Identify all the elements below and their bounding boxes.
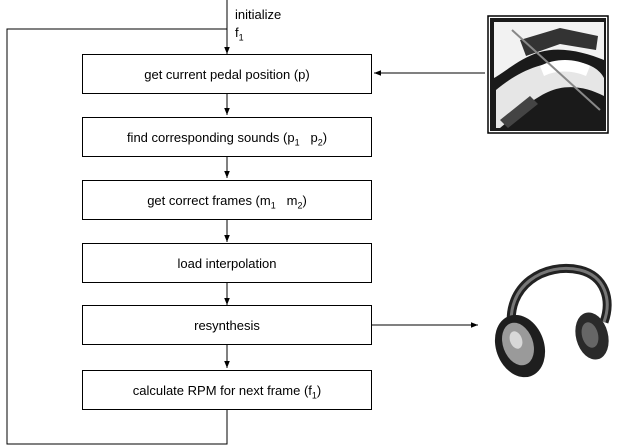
step-label: get correct frames (m1 m2) bbox=[147, 192, 307, 211]
loop-back-line bbox=[6, 28, 228, 445]
initialize-label: initialize f1 bbox=[235, 6, 281, 42]
initialize-text: initialize bbox=[235, 7, 282, 22]
initial-frame-var: f1 bbox=[235, 25, 244, 43]
step-label: get current pedal position (p) bbox=[144, 66, 310, 82]
step-label: resynthesis bbox=[194, 317, 260, 333]
step-label: find corresponding sounds (p1 p2) bbox=[126, 129, 328, 148]
step-label: load interpolation bbox=[177, 255, 277, 271]
step-get-frames: get correct frames (m1 m2) bbox=[82, 180, 372, 220]
headphones-icon bbox=[494, 264, 612, 378]
foot-on-pedal-icon bbox=[487, 15, 609, 134]
step-get-pedal-position: get current pedal position (p) bbox=[82, 54, 372, 94]
step-label: calculate RPM for next frame (f1) bbox=[132, 382, 322, 401]
step-find-sounds: find corresponding sounds (p1 p2) bbox=[82, 117, 372, 157]
step-calculate-rpm: calculate RPM for next frame (f1) bbox=[82, 370, 372, 410]
step-resynthesis: resynthesis bbox=[82, 305, 372, 345]
step-load-interpolation: load interpolation bbox=[82, 243, 372, 283]
